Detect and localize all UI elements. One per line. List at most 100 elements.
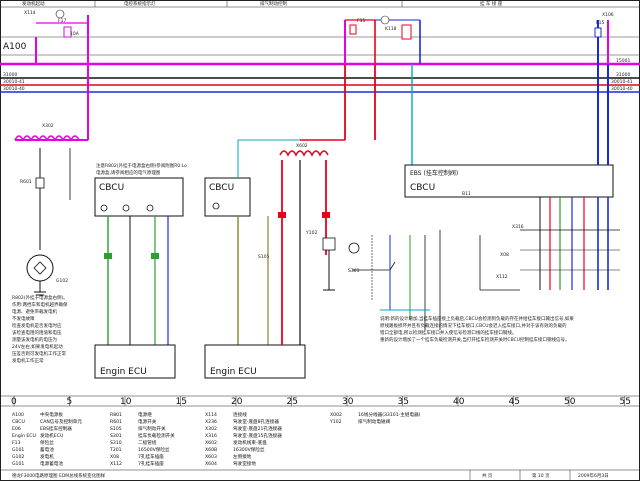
ruler-tick-label: 5 [67,397,73,407]
legend-code: E06 [12,426,21,432]
top-note-2: 电源盒,请参阅相应的电气原理图 [96,169,161,176]
x316-group: X316 X08 X112 [479,64,620,291]
legend-code: R601 [110,419,122,425]
bus-line-left-1: 31000 [3,72,17,78]
legend-description: 电源蓄电池 [40,460,63,467]
fuse-f15-label: F15 [357,18,365,24]
legend-code: X316 [205,433,217,439]
bus-line-right-4: 30010-40 [611,86,633,92]
legend-description: 挂车负载检测开关 [138,432,175,439]
connector-x08-label: X08 [500,252,509,258]
connector-r601-label: R601 [20,179,32,185]
legend-description: CAN信号及控制单元 [40,418,82,425]
legend-code: S105 [110,426,122,432]
legend-code: X112 [110,461,122,467]
ruler-tick-label: 45 [509,397,520,407]
legend-description: 电源继 [138,411,152,418]
engine-ecu-1: Engin ECU [94,344,176,379]
legend-description: 左侧接地 [233,453,252,460]
indicator-lamp-2-icon [146,204,154,212]
header-strip: 发动机起动 电控系统指示灯 排气制动控制 挂 车 接 座 [0,0,640,8]
legend-description: 发动机ECU [40,432,63,439]
left-notes: R802(外挂于电源盒右侧)。 作用:两挡车和电机越界确保 电源、避免带载发电机… [12,294,68,364]
cbcu3-label: CBCU [410,183,435,193]
svg-text:说明:新的设计增加,当挂车插座接上负载后,CBCU会检测到负: 说明:新的设计增加,当挂车插座接上负载后,CBCU会检测到负载的存在并给挂车接口… [380,315,574,322]
legend-description: 7孔挂车插座 [138,453,164,460]
svg-text:该检查电阻的阻值和电压: 该检查电阻的阻值和电压 [12,329,62,336]
bus-line-right-3: 30010-41 [611,79,633,85]
legend-code: X08 [110,454,119,460]
svg-text:作用:两挡车和电机越界确保: 作用:两挡车和电机越界确保 [12,301,68,308]
connector-x302-label: X302 [42,123,54,129]
s301-group: S301 [348,230,441,330]
indicator-lamp-icon [122,204,130,212]
legend-description: 排气制动电磁阀 [358,418,391,425]
legend-code: Y102 [329,419,342,425]
legend-description: 16线分线器(33101-主继电器) [358,411,421,418]
legend-description: 二极管组 [138,439,157,446]
cbcu-box-2: CBCU S105 [204,139,300,345]
engine-ecu-2: Engin ECU [204,344,306,379]
legend-code: X602 [205,440,217,446]
legend-code: F13 [12,440,21,446]
legend-code: S301 [110,433,122,439]
ruler-tick-label: 20 [231,397,243,407]
fuse-f17-rating: 10A [70,31,80,37]
legend-code: G101 [12,461,24,467]
fuse-marker-icon [380,15,390,25]
connector-g102-label: G102 [56,278,68,284]
svg-text:R802(外挂于电源盒右侧)。: R802(外挂于电源盒右侧)。 [12,294,68,301]
footer-title: 德龙F3000电路原理图 EDM总线系统变化图样 [12,472,106,479]
engine-ecu-1-label: Engin ECU [100,367,147,377]
legend-description: 驾驶室-底盘21孔连接器 [233,425,282,432]
cbcu-box-1: CBCU [94,177,184,345]
legend-code: X603 [205,454,217,460]
trailer-ebs-label: EBS (挂车控制阀) [410,169,458,177]
svg-text:检查发电机是否发电时应: 检查发电机是否发电时应 [12,322,62,329]
legend-description: 电源开关 [138,418,157,425]
svg-text:错口全部电,所以检测挂车接口并入使信号检测口线的挂车接口钢线: 错口全部电,所以检测挂车接口并入使信号检测口线的挂车接口钢线。 [380,329,516,336]
ruler-tick-label: 55 [620,397,631,407]
bus-line-left-2: 30010-41 [3,79,25,85]
legend-description: 排气制动开关 [138,425,166,432]
ruler-tick-label: 40 [453,397,465,407]
svg-text:24V左右,如果发电机起动: 24V左右,如果发电机起动 [12,343,63,350]
legend-description: 蓄电池 [40,446,54,453]
connector-x602-label: X602 [296,143,308,149]
fuse-x114-label: X114 [24,10,36,16]
relay-coil-icon [55,9,65,19]
fuse-f17-label: F17 [58,18,66,24]
legend-description: 16500V保险丝 [138,446,170,453]
svg-text:原线路板损坏并且有负载连接的情况下挂车接口,CBCU会迟入挂: 原线路板损坏并且有负载连接的情况下挂车接口,CBCU会迟入挂车接口,并对于该有效… [380,322,567,329]
connector-y102-label: Y102 [305,230,317,236]
connector-b11-label: B11 [462,191,471,197]
legend-code: A100 [12,412,24,418]
legend-code: X604 [205,461,217,467]
legend-code: Engin ECU [12,433,36,439]
legend-code: S310 [110,440,122,446]
connector-s301-label: S301 [348,268,360,274]
legend-code: T301 [109,447,122,453]
header-section-2: 电控系统指示灯 [124,0,156,7]
legend-code: X302 [205,426,217,432]
legend-description: 发电机 [40,453,54,460]
legend-code: X114 [205,412,217,418]
connector-x112-label: X112 [496,274,508,280]
ruler-tick-label: 30 [342,397,354,407]
fuse-f17-group: X114 F17 10A [24,9,89,64]
ruler-tick-label: 50 [564,397,576,407]
ruler-tick-label: 35 [398,397,409,407]
legend-description: 驾驶室-底盘8孔连接器 [233,418,279,425]
ruler-tick-label: 25 [287,397,298,407]
legend-description: EBS挂车控制器 [40,425,72,432]
engine-ecu-2-label: Engin ECU [210,367,257,377]
ruler-tick-label: 10 [120,397,132,407]
legend-description: 驾驶室-底盘15孔连接器 [233,432,282,439]
legend-description: 发动机线束-底盘 [233,439,267,446]
fuse-f15b-label: F15 [596,20,604,26]
footer-page-label: 共 页 [482,472,493,479]
legend-code: X236 [205,419,217,425]
header-section-1: 发动机起动 [22,0,45,7]
ruler-tick-label: 15 [176,397,187,407]
